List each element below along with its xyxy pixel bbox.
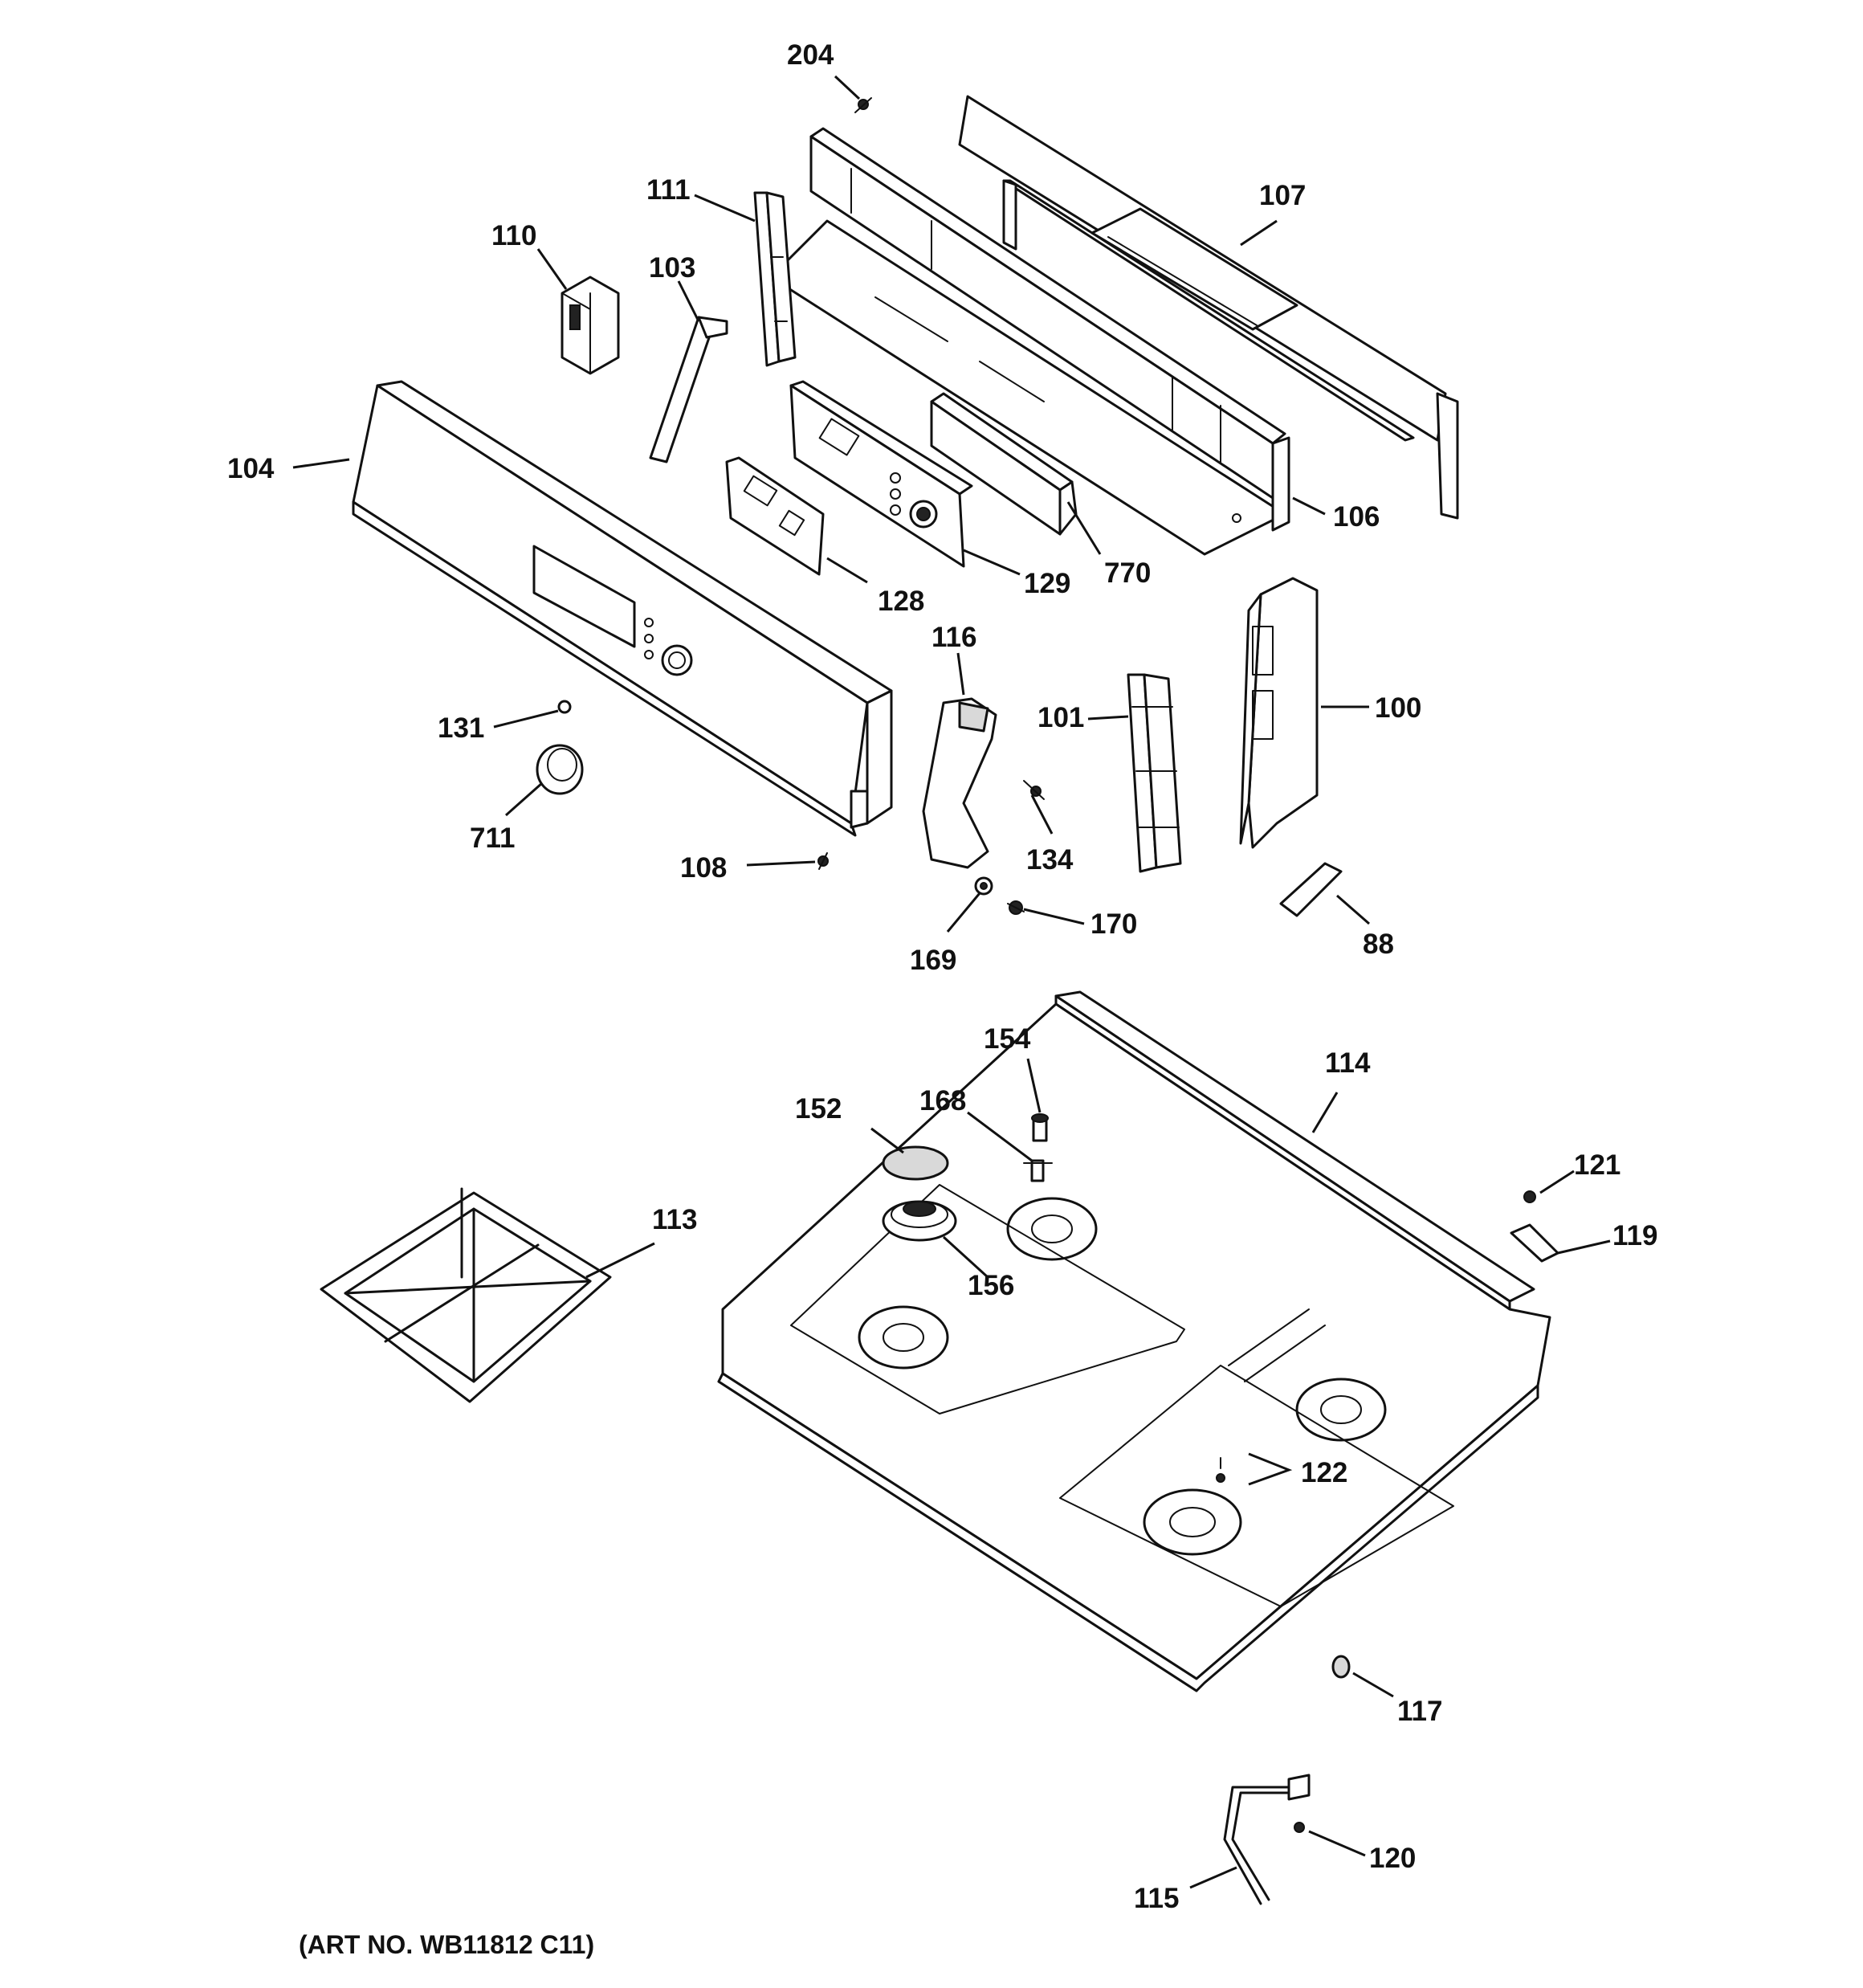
callout-111: 111 (646, 174, 691, 206)
part-111-drawing (753, 191, 797, 367)
part-117-drawing (1331, 1655, 1351, 1679)
part-104-drawing (352, 380, 893, 837)
part-156-drawing (882, 1200, 957, 1242)
part-108-drawing (817, 852, 829, 870)
part-134-drawing (1023, 780, 1045, 800)
callout-88: 88 (1363, 929, 1394, 960)
callout-134: 134 (1026, 844, 1074, 876)
callout-170: 170 (1090, 908, 1137, 940)
part-119-drawing (1510, 1223, 1559, 1263)
part-170-drawing (1007, 900, 1025, 915)
callout-107: 107 (1259, 180, 1306, 211)
part-100-drawing (1239, 577, 1319, 849)
part-152-drawing (882, 1145, 949, 1181)
part-101-drawing (1127, 673, 1182, 873)
callout-108: 108 (680, 852, 727, 884)
part-128-drawing (725, 456, 825, 576)
callout-110: 110 (491, 220, 536, 251)
part-122-drawing (1216, 1457, 1225, 1483)
part-770-drawing (930, 392, 1078, 536)
part-115-drawing (1223, 1774, 1311, 1905)
part-169-drawing (974, 876, 993, 896)
callout-103: 103 (649, 252, 695, 284)
callout-129: 129 (1024, 568, 1070, 599)
callout-154: 154 (984, 1023, 1031, 1055)
callout-115: 115 (1134, 1883, 1179, 1914)
part-121-drawing (1523, 1190, 1536, 1203)
callout-711: 711 (470, 823, 515, 854)
part-154-drawing (1031, 1113, 1049, 1142)
part-103-drawing (649, 316, 728, 463)
callout-169: 169 (910, 945, 956, 976)
leader-lines (292, 75, 1611, 1889)
callout-106: 106 (1333, 501, 1380, 533)
callout-131: 131 (438, 712, 484, 744)
art-number: (ART NO. WB11812 C11) (299, 1930, 594, 1959)
part-116-drawing (922, 697, 997, 869)
callout-152: 152 (795, 1093, 842, 1125)
part-129-drawing (789, 380, 973, 568)
callout-labels: 204 107 111 110 103 104 106 128 129 770 … (227, 39, 1657, 1914)
callout-204: 204 (787, 39, 834, 71)
part-106-drawing (769, 127, 1290, 556)
callout-116: 116 (932, 622, 976, 653)
part-120-drawing (1294, 1822, 1305, 1833)
part-88-drawing (1279, 862, 1343, 917)
callout-104: 104 (227, 453, 275, 484)
callout-156: 156 (968, 1270, 1014, 1301)
part-110-drawing (561, 276, 620, 375)
callout-168: 168 (919, 1085, 966, 1116)
part-168-drawing (1023, 1159, 1053, 1182)
callout-114: 114 (1325, 1047, 1371, 1079)
part-113-drawing (320, 1187, 612, 1403)
callout-128: 128 (878, 586, 924, 617)
callout-121: 121 (1574, 1149, 1620, 1181)
part-711-drawing (536, 744, 584, 795)
callout-122: 122 (1301, 1457, 1347, 1488)
callout-120: 120 (1369, 1843, 1416, 1874)
callout-101: 101 (1037, 702, 1084, 733)
part-131-drawing (557, 700, 572, 714)
callout-770: 770 (1104, 557, 1151, 589)
callout-100: 100 (1375, 692, 1421, 724)
part-204-drawing (854, 97, 872, 113)
callout-117: 117 (1397, 1696, 1442, 1727)
part-107-drawing (958, 95, 1459, 520)
part-114-drawing (717, 990, 1551, 1692)
callout-113: 113 (652, 1204, 697, 1235)
callout-119: 119 (1612, 1220, 1657, 1251)
